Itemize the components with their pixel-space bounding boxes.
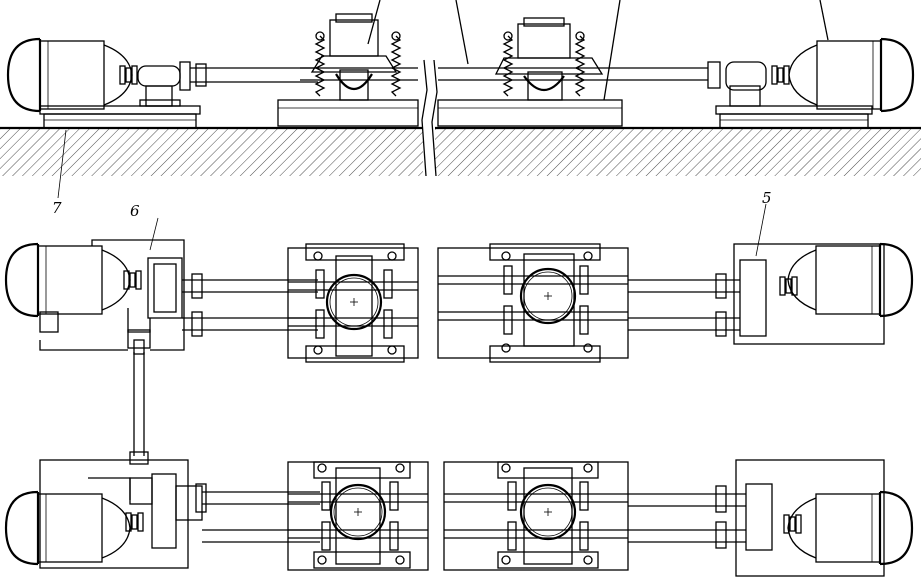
plan-1-right-motor [786,242,914,318]
plan-2-left-motor [4,490,132,566]
label-part-7: 7 [52,199,62,217]
connecting-shaft [129,339,149,465]
elevation-right-winch [437,0,708,127]
elevation-left-motor [6,37,134,113]
label-part-6: 6 [130,202,140,220]
plan-view-track-2 [4,459,914,577]
plan-1-gearbox-5 [739,259,767,337]
elevation-view [0,0,921,199]
ground-hatching [0,128,921,176]
plan-2-right-motor [786,490,914,566]
label-part-5: 5 [762,189,772,207]
elevation-left-winch [277,0,419,127]
plan-2-right-winch [443,461,629,571]
plan-1-left-winch [287,243,419,363]
plan-view-track-1 [4,203,914,363]
plan-1-left-motor [4,242,132,318]
plan-1-right-winch [437,243,629,363]
plan-2-left-winch [287,461,429,571]
plan-1-gearbox-6 [147,257,183,319]
elevation-right-motor [787,37,915,113]
